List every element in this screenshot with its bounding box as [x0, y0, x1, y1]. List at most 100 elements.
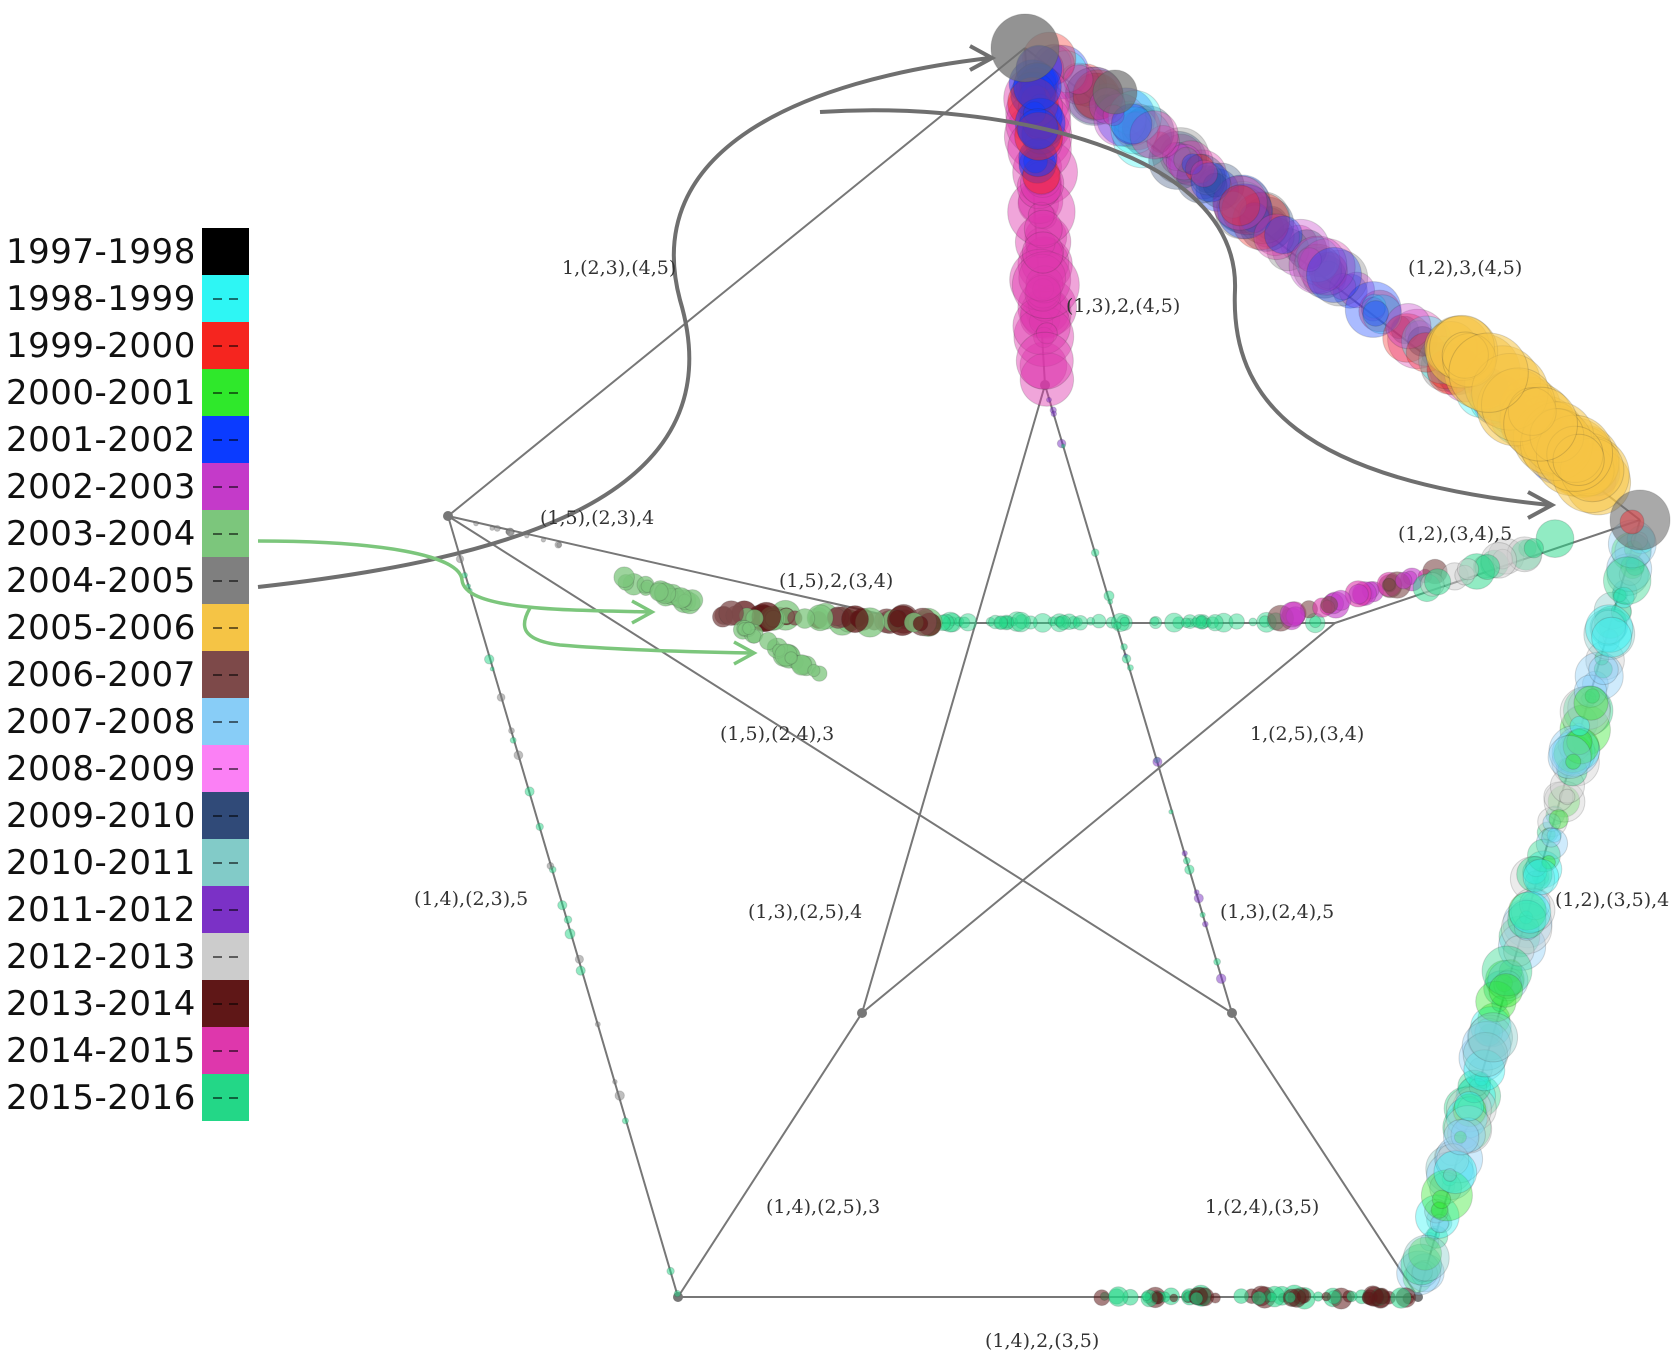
trajectory-marker: [1169, 148, 1205, 183]
trajectory-marker: [513, 750, 524, 761]
trajectory-marker: [1488, 973, 1524, 1008]
trajectory-marker: [649, 582, 669, 602]
trajectory-marker: [1508, 891, 1552, 934]
trajectory-marker: [1546, 827, 1562, 843]
edge-spoke-bottomleft: [677, 1012, 863, 1298]
legend-item: 2008-2009: [0, 745, 260, 792]
trajectory-marker: [1462, 1032, 1509, 1078]
trajectory-marker: [1452, 1146, 1467, 1161]
trajectory-marker: [1190, 162, 1224, 196]
trajectory-marker: [1457, 1069, 1491, 1104]
graph-vertices: [443, 380, 1423, 1302]
trajectory-marker: [1025, 289, 1070, 334]
trajectory-marker: [1168, 142, 1191, 165]
trajectory-marker: [1562, 756, 1577, 772]
trajectory-marker: [1594, 650, 1610, 666]
legend-color-swatch: [202, 1027, 249, 1074]
edge-star-5: [861, 622, 1336, 1014]
trajectory-marker: [1581, 690, 1597, 707]
trajectory-marker: [1126, 664, 1134, 672]
trajectory-marker: [1190, 161, 1231, 203]
trajectory-marker: [1308, 251, 1349, 291]
label-lower-right: (1,2),(3,5),4: [1555, 889, 1669, 911]
legend-color-swatch: [202, 369, 249, 416]
arrow-2004-2005-to-top: [257, 56, 991, 589]
trajectory-marker: [1314, 260, 1343, 290]
trajectory-marker: [1625, 549, 1641, 565]
trajectory-marker: [1589, 609, 1627, 647]
trajectory-marker: [1382, 577, 1396, 592]
trajectory-marker: [990, 13, 1060, 83]
trajectory-marker: [1358, 289, 1401, 333]
trajectory-marker: [1306, 247, 1362, 303]
trajectory-marker: [1585, 640, 1625, 681]
trajectory-marker: [1525, 855, 1547, 878]
edge-star-1: [861, 384, 1046, 1014]
trajectory-marker: [1190, 1291, 1204, 1306]
trajectory-marker: [1571, 730, 1593, 752]
trajectory-marker: [1455, 1076, 1497, 1117]
trajectory-marker: [1559, 788, 1576, 806]
trajectory-marker: [1266, 1291, 1278, 1303]
trajectory-marker: [575, 965, 586, 976]
trajectory-marker: [1168, 809, 1174, 815]
trajectory-marker: [1363, 1286, 1385, 1307]
trajectory-marker: [1253, 213, 1300, 261]
trajectory-marker: [759, 631, 778, 651]
legend-line-sample: [213, 251, 238, 253]
trajectory-marker: [524, 786, 535, 797]
trajectory-marker: [1430, 1214, 1449, 1234]
trajectory-marker: [742, 621, 756, 636]
trajectory-marker: [1195, 168, 1240, 212]
trajectory-marker: [1019, 297, 1061, 339]
label-bottom-right: 1,(2,4),(3,5): [1205, 1196, 1319, 1218]
trajectory-marker: [1468, 1057, 1493, 1082]
trajectory-marker: [1443, 1086, 1489, 1131]
trajectory-marker: [1176, 149, 1228, 200]
trajectory-marker: [1164, 142, 1193, 170]
trajectory-marker: [1559, 729, 1601, 771]
trajectory-marker: [1309, 615, 1322, 629]
trajectory-marker: [1513, 915, 1540, 941]
trajectory-marker: [1215, 185, 1269, 240]
trajectory-marker: [1591, 609, 1626, 645]
trajectory-marker: [1149, 615, 1163, 630]
trajectory-marker: [1219, 190, 1247, 219]
trajectory-marker: [1023, 209, 1063, 249]
trajectory-marker: [1566, 728, 1593, 756]
arrow-top-to-right: [819, 108, 1551, 507]
trajectory-marker: [1620, 554, 1645, 580]
trajectory-marker: [1599, 612, 1628, 642]
legend-color-swatch: [202, 557, 249, 604]
trajectory-marker: [540, 537, 547, 543]
legend-item: 2009-2010: [0, 792, 260, 839]
trajectory-marker: [1013, 306, 1075, 368]
legend-line-sample: [213, 439, 238, 441]
trajectory-marker: [1292, 243, 1343, 293]
trajectory-marker: [1574, 651, 1624, 701]
trajectory-marker: [1206, 614, 1224, 632]
trajectory-marker: [1522, 859, 1548, 885]
trajectory-marker: [1420, 1169, 1473, 1222]
trajectory-marker: [1284, 1291, 1297, 1304]
trajectory-marker: [1582, 670, 1609, 698]
trajectory-marker: [1385, 303, 1432, 350]
trajectory-marker: [1215, 973, 1227, 985]
trajectory-marker: [1500, 902, 1553, 955]
trajectory-marker: [1619, 509, 1645, 535]
legend-item: 2007-2008: [0, 698, 260, 745]
trajectory-marker: [1271, 218, 1330, 278]
trajectory-marker: [1452, 1086, 1497, 1131]
legend-line-sample: [213, 815, 238, 817]
legend-item-label: 2009-2010: [6, 796, 196, 836]
trajectory-marker: [1498, 915, 1541, 958]
trajectory-marker: [1297, 247, 1322, 273]
trajectory-marker: [1543, 781, 1574, 812]
trajectory-marker: [1425, 1144, 1474, 1193]
node-labels: (1,3),2,(4,5) (1,2),3,(4,5) (1,2),(3,5),…: [414, 257, 1669, 1352]
trajectory-marker: [1110, 106, 1159, 155]
trajectory-marker: [1279, 601, 1306, 628]
trajectory-marker: [1610, 601, 1633, 623]
trajectory-marker: [1046, 396, 1052, 403]
trajectory-marker: [1205, 173, 1233, 200]
